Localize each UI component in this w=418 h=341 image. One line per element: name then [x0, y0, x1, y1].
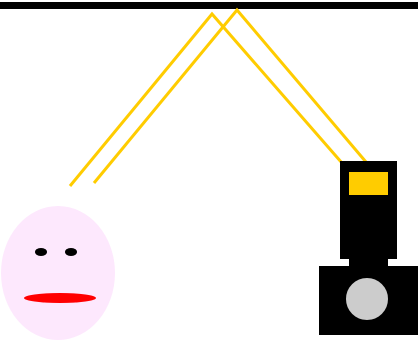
- right-eye: [65, 248, 77, 256]
- ceiling-bar: [0, 2, 418, 9]
- face-head: [1, 206, 115, 340]
- projector-lamp: [349, 172, 388, 195]
- face: [1, 206, 115, 340]
- projector: [319, 161, 418, 335]
- light-beam-outer: [68, 11, 344, 187]
- left-eye: [35, 248, 47, 256]
- light-beams: [68, 7, 368, 187]
- projector-lens: [344, 276, 390, 322]
- mouth: [24, 293, 96, 303]
- light-beam-inner: [92, 7, 368, 184]
